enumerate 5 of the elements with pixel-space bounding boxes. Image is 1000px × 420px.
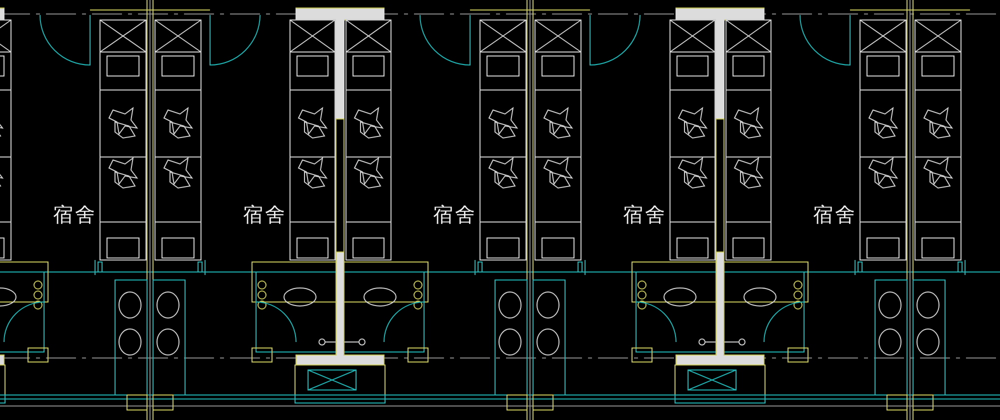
room-label: 宿舍: [623, 202, 667, 228]
room-label: 宿舍: [53, 202, 97, 228]
room-label: 宿舍: [433, 202, 477, 228]
room-label: 宿舍: [813, 202, 857, 228]
room-label: 宿舍: [243, 202, 287, 228]
